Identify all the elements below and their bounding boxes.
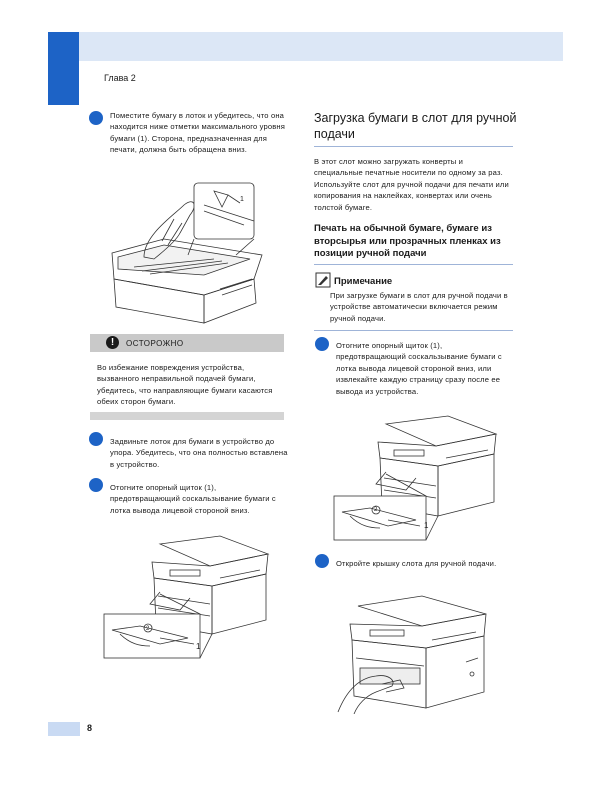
step-bullet <box>89 111 103 125</box>
heading-rule <box>314 146 513 147</box>
step-bullet <box>315 337 329 351</box>
printer-flap-illustration-2 <box>333 415 498 541</box>
step-bullet <box>89 478 103 492</box>
note-label: Примечание <box>334 276 393 287</box>
figure-3-callout: 1 <box>424 521 429 530</box>
right-step-2-text: Откройте крышку слота для ручной подачи. <box>336 559 497 568</box>
caution-text: Во избежание повреждения устройства, выз… <box>97 363 273 407</box>
warning-icon: ! <box>106 336 119 349</box>
note-pencil-icon <box>315 272 331 288</box>
section-intro: В этот слот можно загружать конверты и с… <box>314 157 509 212</box>
step-bullet <box>315 554 329 568</box>
caution-bar <box>90 334 284 352</box>
subheading-rule <box>314 264 513 265</box>
header-band <box>48 32 563 61</box>
chapter-tab <box>48 32 79 105</box>
step-bullet <box>89 432 103 446</box>
page-number: 8 <box>87 723 93 733</box>
figure-1-callout: 1 <box>240 196 244 203</box>
note-text: При загрузке бумаги в слот для ручной по… <box>330 291 508 323</box>
figure-3-mark: 2 <box>374 507 378 513</box>
figure-2-callout: 1 <box>196 642 201 651</box>
caution-label: ОСТОРОЖНО <box>126 339 184 348</box>
note-rule <box>314 330 513 331</box>
left-step-2-text: Задвиньте лоток для бумаги в устройство … <box>110 437 288 469</box>
caution-bottom-bar <box>90 412 284 420</box>
section-heading: Загрузка бумаги в слот для ручной подачи <box>314 111 517 141</box>
left-step-3-text: Отогните опорный щиток (1), предотвращаю… <box>110 483 276 515</box>
footer-bar <box>48 722 80 736</box>
left-step-1-text: Поместите бумагу в лоток и убедитесь, чт… <box>110 111 286 155</box>
manual-slot-illustration <box>337 595 487 714</box>
chapter-label: Глава 2 <box>104 73 136 83</box>
subheading: Печать на обычной бумаге, бумаге из втор… <box>314 223 501 259</box>
paper-tray-illustration <box>111 182 263 324</box>
printer-flap-illustration <box>103 535 270 659</box>
right-step-1-text: Отогните опорный щиток (1), предотвращаю… <box>336 341 502 396</box>
figure-2-mark: 2 <box>146 626 150 632</box>
